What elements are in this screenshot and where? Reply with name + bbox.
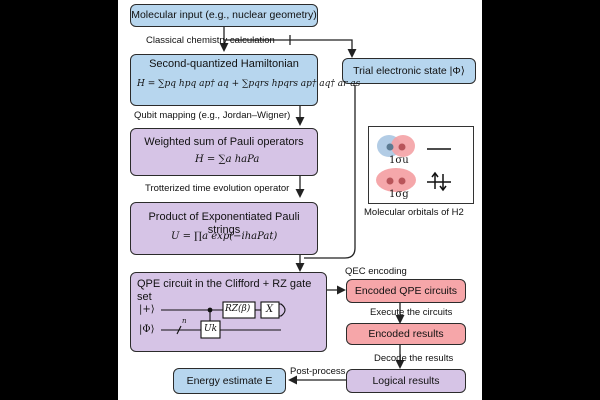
qec-encoding-label: QEC encoding xyxy=(345,266,407,277)
post-process-label: Post-process xyxy=(290,366,346,377)
electron-pair-icon xyxy=(427,171,451,192)
sigma-u-orbital-icon xyxy=(377,135,415,157)
pauli-product-title: Product of Exponentiated Pauli strings xyxy=(148,211,300,236)
sigma-g-label: 1σg xyxy=(389,189,409,200)
rz-gate-label: RZ(β) xyxy=(225,304,251,314)
trotterized-label: Trotterized time evolution operator xyxy=(145,183,290,194)
hamiltonian-equation: H = ∑pq hpq ap† aq + ∑pqrs hpqrs ap† aq†… xyxy=(137,79,361,89)
classical-calculation-label: Classical chemistry calculation xyxy=(146,35,275,46)
u-gate-label: Uk xyxy=(204,324,218,334)
decode-label: Decode the results xyxy=(374,353,454,364)
energy-estimate-label: Energy estimate E xyxy=(186,375,273,387)
pauli-product-box: Product of Exponentiated Pauli strings U… xyxy=(130,202,318,255)
qubit-mapping-label: Qubit mapping (e.g., Jordan–Wigner) xyxy=(134,110,291,121)
x-gate-label: X xyxy=(266,304,274,315)
phi-state-label: |Φ⟩ xyxy=(139,324,155,335)
execute-label: Execute the circuits xyxy=(370,307,453,318)
pauli-sum-box: Weighted sum of Pauli operators H = ∑a h… xyxy=(130,128,318,176)
molecular-input-label: Molecular input (e.g., nuclear geometry) xyxy=(131,9,317,21)
qpe-circuit-diagram xyxy=(161,301,286,339)
qpe-circuit-box: QPE circuit in the Clifford + RZ gate se… xyxy=(130,272,327,352)
logical-results-label: Logical results xyxy=(372,375,440,387)
encoded-results-label: Encoded results xyxy=(368,328,444,340)
sigma-g-orbital-icon xyxy=(376,168,416,192)
energy-estimate-box: Energy estimate E xyxy=(173,368,286,394)
molecular-input-box: Molecular input (e.g., nuclear geometry) xyxy=(130,4,318,27)
hamiltonian-box: Second-quantized Hamiltonian H = ∑pq hpq… xyxy=(130,54,360,106)
sigma-u-label: 1σu xyxy=(389,155,409,166)
hamiltonian-title: Second-quantized Hamiltonian xyxy=(149,58,299,70)
plus-state-label: |+⟩ xyxy=(139,304,155,315)
pauli-sum-title: Weighted sum of Pauli operators xyxy=(144,136,304,148)
control-dot-icon xyxy=(207,307,213,313)
orbitals-caption: Molecular orbitals of H2 xyxy=(364,207,464,218)
encoded-results-box: Encoded results xyxy=(346,323,466,345)
encoded-qpe-label: Encoded QPE circuits xyxy=(354,285,458,297)
pauli-sum-equation: H = ∑a haPa xyxy=(195,154,260,165)
trial-state-box: Trial electronic state |Φ⟩ xyxy=(342,58,476,84)
register-size-label: n xyxy=(182,317,187,325)
qpe-title: QPE circuit in the Clifford + RZ gate se… xyxy=(137,278,312,303)
logical-results-box: Logical results xyxy=(346,369,466,393)
molecular-orbitals-figure: 1σu 1σg xyxy=(368,126,474,204)
trial-state-label: Trial electronic state |Φ⟩ xyxy=(353,65,465,77)
pauli-product-equation: U = ∏a exp(−ihaPat) xyxy=(171,231,278,242)
encoded-qpe-box: Encoded QPE circuits xyxy=(346,279,466,303)
